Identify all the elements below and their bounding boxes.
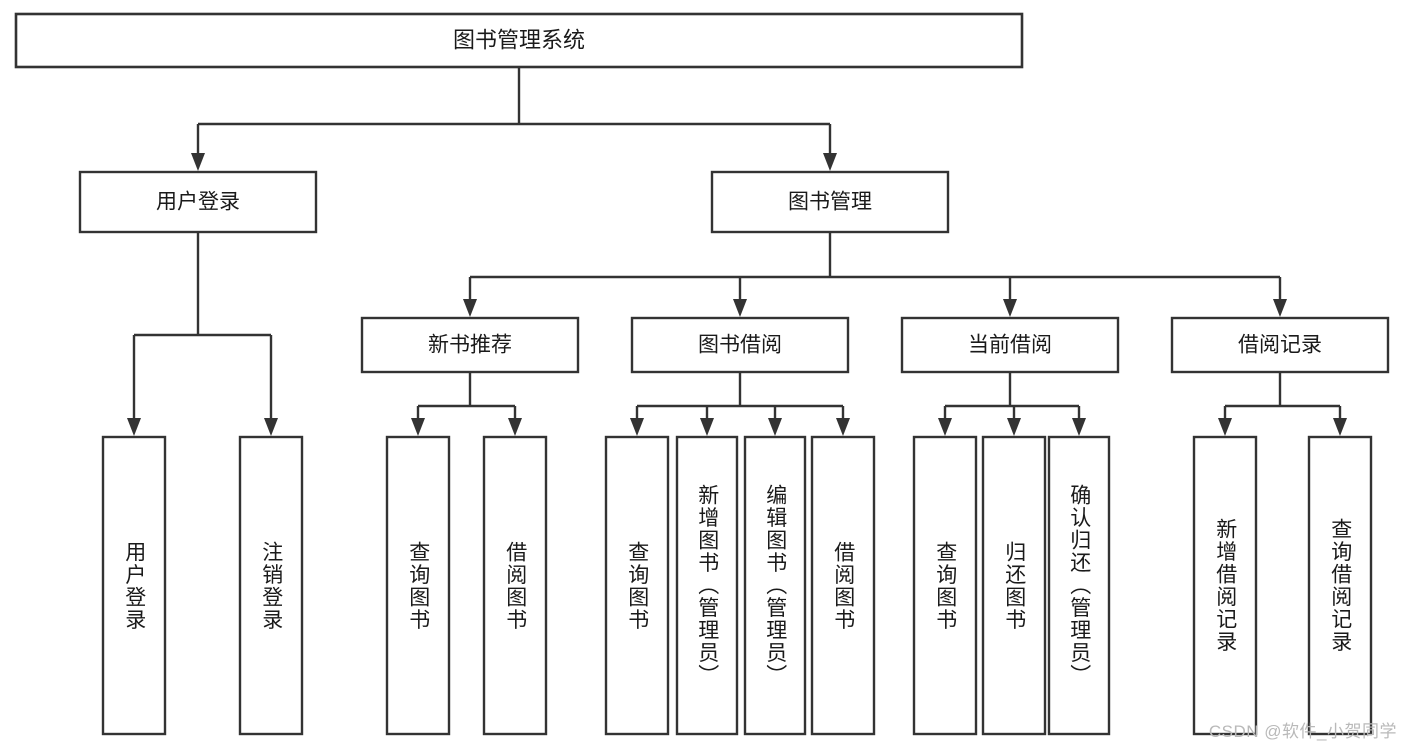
node-label-borrow-record: 借阅记录 [1238,334,1322,357]
current-borrow-to-leaves-arrow-0 [938,418,952,436]
node-box-leaf-query-book-current[interactable] [912,435,978,736]
user-login-to-leaves-arrow-0 [127,418,141,436]
node-box-leaf-return-book[interactable] [981,435,1047,736]
node-label-new-book-rec: 新书推荐 [428,334,512,357]
new-book-rec-to-leaves-arrow-1 [508,418,522,436]
watermark-text: CSDN @软件_小贺同学 [1208,722,1397,741]
node-label-root: 图书管理系统 [453,27,585,52]
book-borrow-to-leaves-arrow-1 [700,418,714,436]
node-box-borrow-record[interactable] [1170,316,1390,374]
node-label-book-borrow: 图书借阅 [698,334,782,357]
node-box-book-borrow[interactable] [630,316,850,374]
book-manage-to-level3-arrow-3 [1273,299,1287,317]
node-label-current-borrow: 当前借阅 [968,334,1052,357]
boxes-layer [14,12,1390,736]
node-box-user-login[interactable] [78,170,318,234]
new-book-rec-to-leaves-arrow-0 [411,418,425,436]
root-to-level2-arrow-0 [191,153,205,171]
node-box-leaf-user-login[interactable] [101,435,167,736]
node-box-leaf-user-logout[interactable] [238,435,304,736]
borrow-record-to-leaves-arrow-1 [1333,418,1347,436]
node-box-new-book-rec[interactable] [360,316,580,374]
node-box-leaf-borrow-book-rec[interactable] [482,435,548,736]
node-box-leaf-confirm-return[interactable] [1047,435,1111,736]
book-manage-to-level3-arrow-1 [733,299,747,317]
node-box-root[interactable] [14,12,1024,69]
node-box-leaf-query-book-rec[interactable] [385,435,451,736]
current-borrow-to-leaves-arrow-1 [1007,418,1021,436]
borrow-record-to-leaves-arrow-0 [1218,418,1232,436]
node-box-leaf-add-book[interactable] [675,435,739,736]
node-label-user-login: 用户登录 [156,191,240,214]
root-to-level2-arrow-1 [823,153,837,171]
book-manage-to-level3-arrow-0 [463,299,477,317]
user-login-to-leaves-arrow-1 [264,418,278,436]
node-box-current-borrow[interactable] [900,316,1120,374]
book-borrow-to-leaves-arrow-3 [836,418,850,436]
book-borrow-to-leaves-arrow-0 [630,418,644,436]
node-box-leaf-add-record[interactable] [1192,435,1258,736]
node-box-leaf-query-book-borrow[interactable] [604,435,670,736]
node-label-book-manage: 图书管理 [788,191,872,214]
node-box-leaf-edit-book[interactable] [743,435,807,736]
node-box-book-manage[interactable] [710,170,950,234]
book-manage-to-level3-arrow-2 [1003,299,1017,317]
current-borrow-to-leaves-arrow-2 [1072,418,1086,436]
node-box-leaf-borrow-book[interactable] [810,435,876,736]
node-box-leaf-query-record[interactable] [1307,435,1373,736]
book-borrow-to-leaves-arrow-2 [768,418,782,436]
connectors-layer [127,67,1347,436]
